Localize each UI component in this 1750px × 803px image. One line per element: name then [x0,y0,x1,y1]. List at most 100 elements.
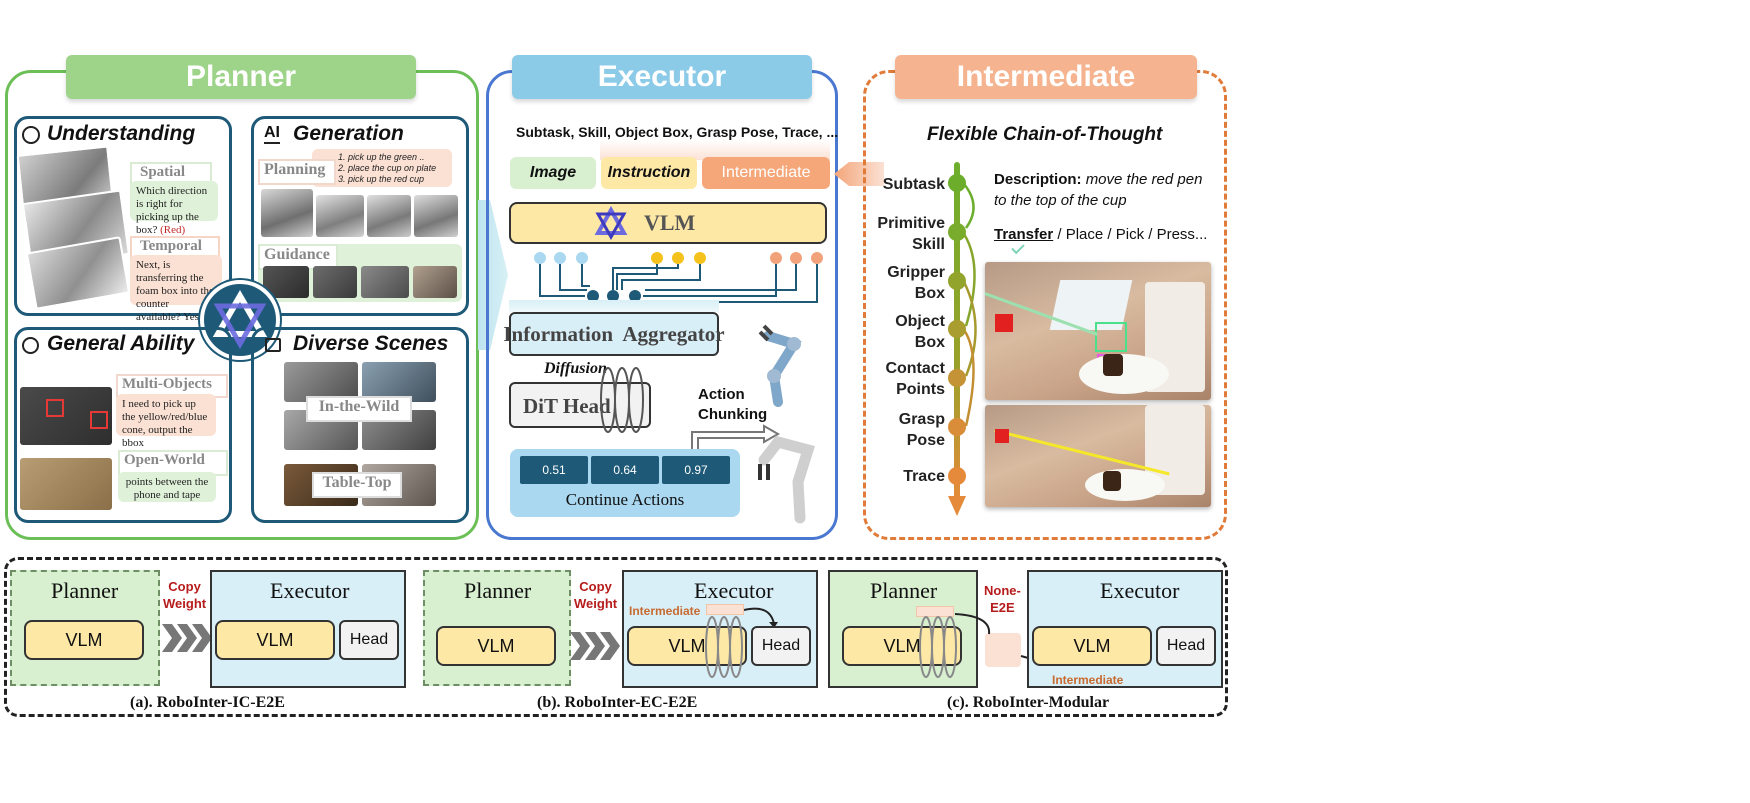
generation-panel [251,116,469,316]
aggregate-dot [587,290,641,302]
caption-a: (a). RoboInter-IC-E2E [130,694,285,711]
cot-step-trace: Trace [903,468,945,485]
cot-node [948,174,966,192]
cot-step-gripper-box: Gripper Box [887,264,945,302]
executor-label-c: Executor [1100,578,1180,603]
cot-step-subtask: Subtask [882,176,945,193]
planner-label-c: Planner [870,578,938,603]
chevrons-b-icon [570,632,620,665]
scene-photo [284,362,358,402]
cot-node [948,467,966,485]
intermediate-glow [600,140,830,160]
diffusion-label: Diffusion [544,360,607,377]
spatial-note: Which direction is right for picking up … [130,181,218,236]
general-ability-panel [14,327,232,523]
vlm-c-executor: VLM [1032,626,1152,666]
diverse-scenes-panel [251,327,469,523]
chevrons-a-icon [162,624,212,657]
cot-step-grasp-pose: Grasp Pose [898,411,945,449]
ai-icon: AI [264,124,280,144]
information-aggregator: Information Aggregator [503,312,725,356]
cot-node [948,369,966,387]
executor-label-a: Executor [270,578,350,603]
coil-c-icon [919,616,957,678]
understanding-title: Understanding [47,122,196,145]
planner-label-a: Planner [51,578,119,603]
intermediate-input: Intermediate [702,157,830,189]
token-dot-blue [534,252,588,264]
vlm-a-planner: VLM [24,620,144,660]
guidance-photo [413,266,457,298]
caption-b: (b). RoboInter-EC-E2E [537,694,698,711]
description-label: Description: [994,171,1082,188]
coil-b-icon [705,616,743,678]
cot-node [948,223,966,241]
vlm-b-executor: VLM [627,626,747,666]
intermediate-label-c: Intermediate [1052,673,1124,687]
action-value: 0.97 [662,456,730,484]
objects-photo [20,387,112,445]
in-the-wild-tag: In-the-Wild [306,396,412,422]
image-icon [265,338,281,352]
planner-label-b: Planner [464,578,532,603]
intermediate-token-c [985,633,1021,667]
diverse-scenes-title: Diverse Scenes [293,332,449,355]
robot-photo [414,195,458,237]
copy-weight-a: Copy Weight [163,579,207,611]
scene-photo-bottom [985,405,1211,507]
copy-weight-b: Copy Weight [574,579,618,611]
intermediate-title: Intermediate [895,55,1197,99]
action-value: 0.51 [520,456,588,484]
vlm-c-planner: VLM [842,626,962,666]
vlm-a-executor: VLM [215,620,335,660]
arm-robot-image [738,322,818,410]
diffusion-coil-icon [600,367,644,433]
chunking-arrow-icon [691,424,781,455]
intermediate-arrow-b [744,607,778,628]
aggregator-glow [509,300,719,312]
multi-objects-note: I need to pick up the yellow/red/blue co… [116,394,216,449]
guidance-photo [313,266,357,298]
open-world-note: points between the phone and tape [118,472,216,502]
robot-photo [261,189,313,237]
cot-node [948,418,966,436]
vlm-block [509,202,827,244]
token-arrows [534,252,823,303]
general-ability-title: General Ability [47,332,195,355]
guidance-photo [361,266,409,298]
token-dot-yellow [651,252,706,264]
head-a: Head [339,620,399,660]
guidance-photo [263,266,309,298]
spatial-text: Which direction is right for picking up … [136,185,208,236]
cot-node [948,320,966,338]
plan-step: 1. pick up the green .. [338,152,425,162]
skill-options: Transfer / Place / Pick / Press... [994,226,1207,243]
cot-title: Flexible Chain-of-Thought [927,124,1163,145]
vlm-label: VLM [644,210,696,235]
brain-icon [22,126,40,144]
generation-title: Generation [293,122,404,145]
head-c: Head [1156,626,1216,666]
executor-label-b: Executor [694,578,774,603]
token-dot-orange [770,252,823,264]
description-block: Description: move the red pen to the top… [994,169,1204,211]
spatial-answer: (Red) [160,224,186,236]
executor-title: Executor [512,55,812,99]
robot-photo [367,195,411,237]
action-value: 0.64 [591,456,659,484]
guidance-tag: Guidance [258,244,338,270]
robot-photo [316,195,364,237]
cot-step-object-box: Object Box [895,313,945,351]
timer-icon [22,337,39,354]
action-chunking-label: Action Chunking [698,386,768,423]
executor-header-text: Subtask, Skill, Object Box, Grasp Pose, … [516,124,839,140]
cot-step-skill: Primitive Skill [877,215,945,253]
panda-robot-image [748,430,822,524]
vlm-b-planner: VLM [436,626,556,666]
skill-selected: Transfer [994,226,1054,243]
planning-tag: Planning [258,159,336,185]
head-b: Head [751,626,811,666]
table-top-tag: Table-Top [312,472,402,498]
instruction-input: Instruction [601,157,697,189]
skill-others: / Place / Pick / Press... [1053,226,1208,243]
